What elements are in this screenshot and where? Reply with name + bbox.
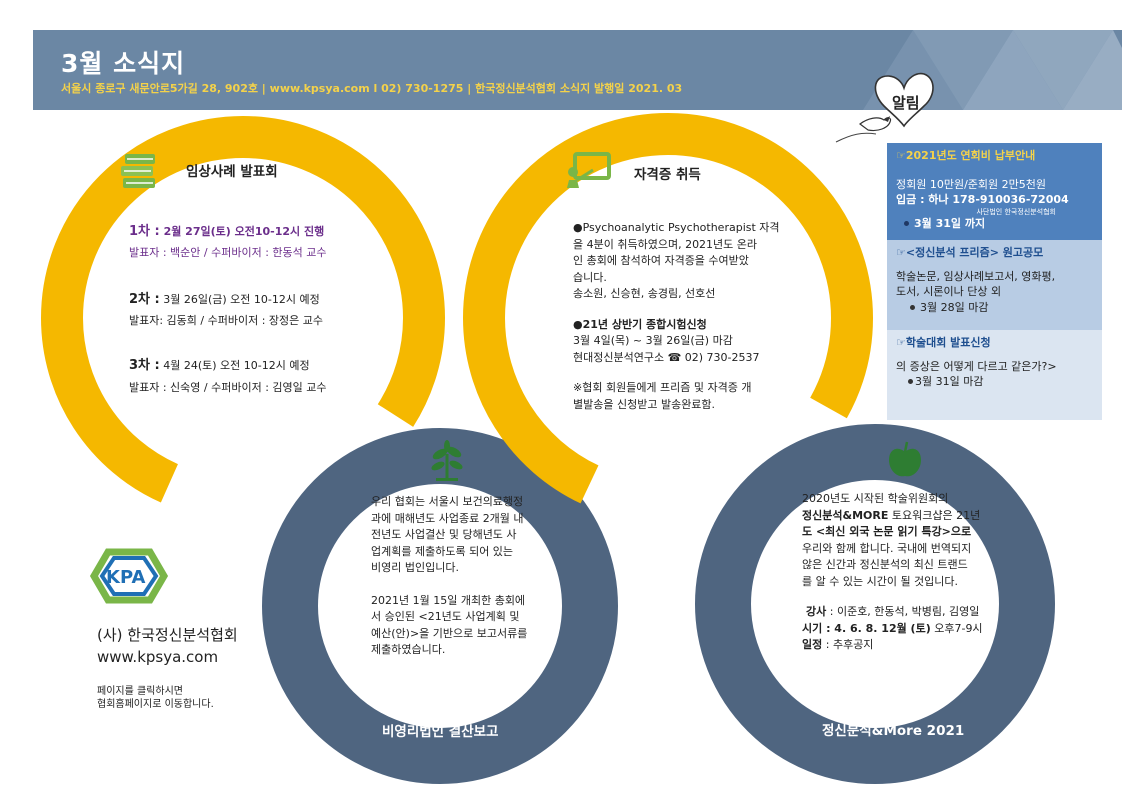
heart-bird-icon: 알림 xyxy=(835,72,934,143)
certification-title: 자격증 취득 xyxy=(634,167,701,183)
fee-notice: ☞2021년도 연회비 납부안내 정회원 10만원/준회원 2만5천원 입금 :… xyxy=(887,143,1102,240)
notice-sidebar: ☞2021년도 연회비 납부안내 정회원 10만원/준회원 2만5천원 입금 :… xyxy=(887,143,1102,420)
kpa-site-link[interactable]: www.kpsya.com xyxy=(97,648,219,666)
kpa-note: 페이지를 클릭하시면 협회홈페이지로 이동합니다. xyxy=(97,686,214,710)
conference-notice: ☞학술대회 발표신청 의 증상은 어떻게 다르고 같은가?> 3월 31일 마감 xyxy=(887,330,1102,420)
case-round-1: 1차 : 2월 27일(토) 오전10-12시 진행 xyxy=(129,224,325,239)
prism-notice: ☞<정신분석 프리즘> 원고공모 학술논문, 임상사례보고서, 영화평, 도서,… xyxy=(887,240,1102,330)
case-round-3: 3차 : 4월 24(토) 오전 10-12시 예정 xyxy=(129,358,310,373)
kpa-logo-text: KPA xyxy=(106,567,145,588)
certificate-icon xyxy=(567,152,611,188)
case-presentation-title: 임상사례 발표회 xyxy=(186,164,278,180)
case-presenter-1: 발표자 : 백순안 / 수퍼바이저 : 한동석 교수 xyxy=(129,246,327,259)
alarm-badge-text: 알림 xyxy=(892,94,920,112)
case-round-2: 2차 : 3월 26일(금) 오전 10-12시 예정 xyxy=(129,292,320,307)
header-banner: 3월 소식지 서울시 종로구 새문안로5가길 28, 902호 | www.kp… xyxy=(33,30,1122,110)
triangle-pattern-icon xyxy=(863,30,1122,110)
ring-case xyxy=(41,116,445,520)
kpa-org: (사) 한국정신분석협회 www.kpsya.com xyxy=(97,626,238,666)
page-title: 3월 소식지 xyxy=(61,49,186,78)
case-presenter-2: 발표자: 김동희 / 수퍼바이저 : 장정은 교수 xyxy=(129,314,324,327)
books-icon xyxy=(121,154,155,188)
case-presenter-3: 발표자 : 신숙영 / 수퍼바이저 : 김영일 교수 xyxy=(129,381,327,394)
kpa-logo[interactable]: KPA xyxy=(84,546,174,606)
more2021-body: 2020년도 시작된 학술위원회의 정신분석&MORE 토요워크샵은 21년 도… xyxy=(802,492,983,651)
apple-icon xyxy=(889,441,921,477)
nonprofit-body: 우리 협회는 서울시 보건의료행정 과에 매해년도 사업종료 2개월 내 전년도… xyxy=(371,495,528,656)
nonprofit-label: 비영리법인 결산보고 xyxy=(382,724,499,740)
sprout-icon xyxy=(431,440,463,481)
certification-body: ●Psychoanalytic Psychotherapist 자격 을 4분이… xyxy=(573,221,780,411)
ring-cert xyxy=(463,113,873,523)
more2021-label: 정신분석&More 2021 xyxy=(822,723,965,739)
header-subtitle: 서울시 종로구 새문안로5가길 28, 902호 | www.kpsya.com… xyxy=(61,82,683,95)
ring-more xyxy=(695,424,1055,784)
